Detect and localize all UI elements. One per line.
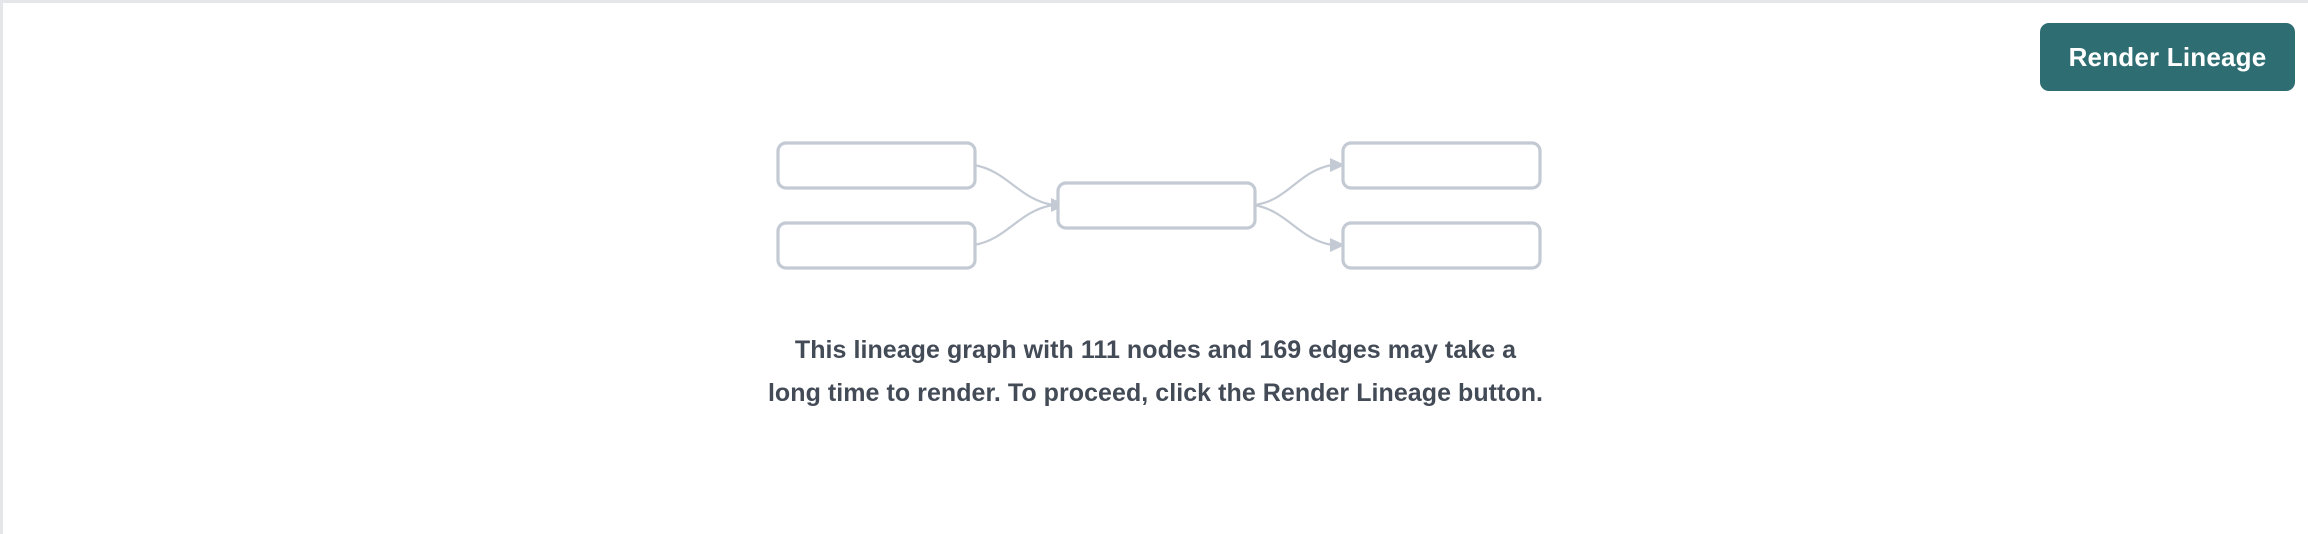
graph-node-center	[1056, 181, 1257, 230]
edge-center-to-right-bottom	[1253, 203, 1333, 247]
arrowhead-into-right-top	[1330, 158, 1345, 172]
render-lineage-button-label: Render Lineage	[2068, 41, 2267, 72]
graph-node-left-bottom	[776, 221, 977, 270]
lineage-warning-message: This lineage graph with 111 nodes and 16…	[767, 336, 1544, 407]
placeholder-graph-svg	[776, 141, 1542, 270]
graph-node-left-top	[776, 141, 977, 190]
graph-node-right-top	[1341, 141, 1542, 190]
arrowhead-into-right-bottom	[1330, 238, 1345, 252]
graph-node-right-bottom	[1341, 221, 1542, 270]
edge-center-to-right-top	[1253, 163, 1333, 207]
edge-left-bottom-to-center	[973, 203, 1054, 247]
edge-left-top-to-center	[973, 163, 1054, 207]
lineage-placeholder-graph	[763, 131, 1563, 281]
render-lineage-button[interactable]: Render Lineage	[2040, 23, 2295, 91]
